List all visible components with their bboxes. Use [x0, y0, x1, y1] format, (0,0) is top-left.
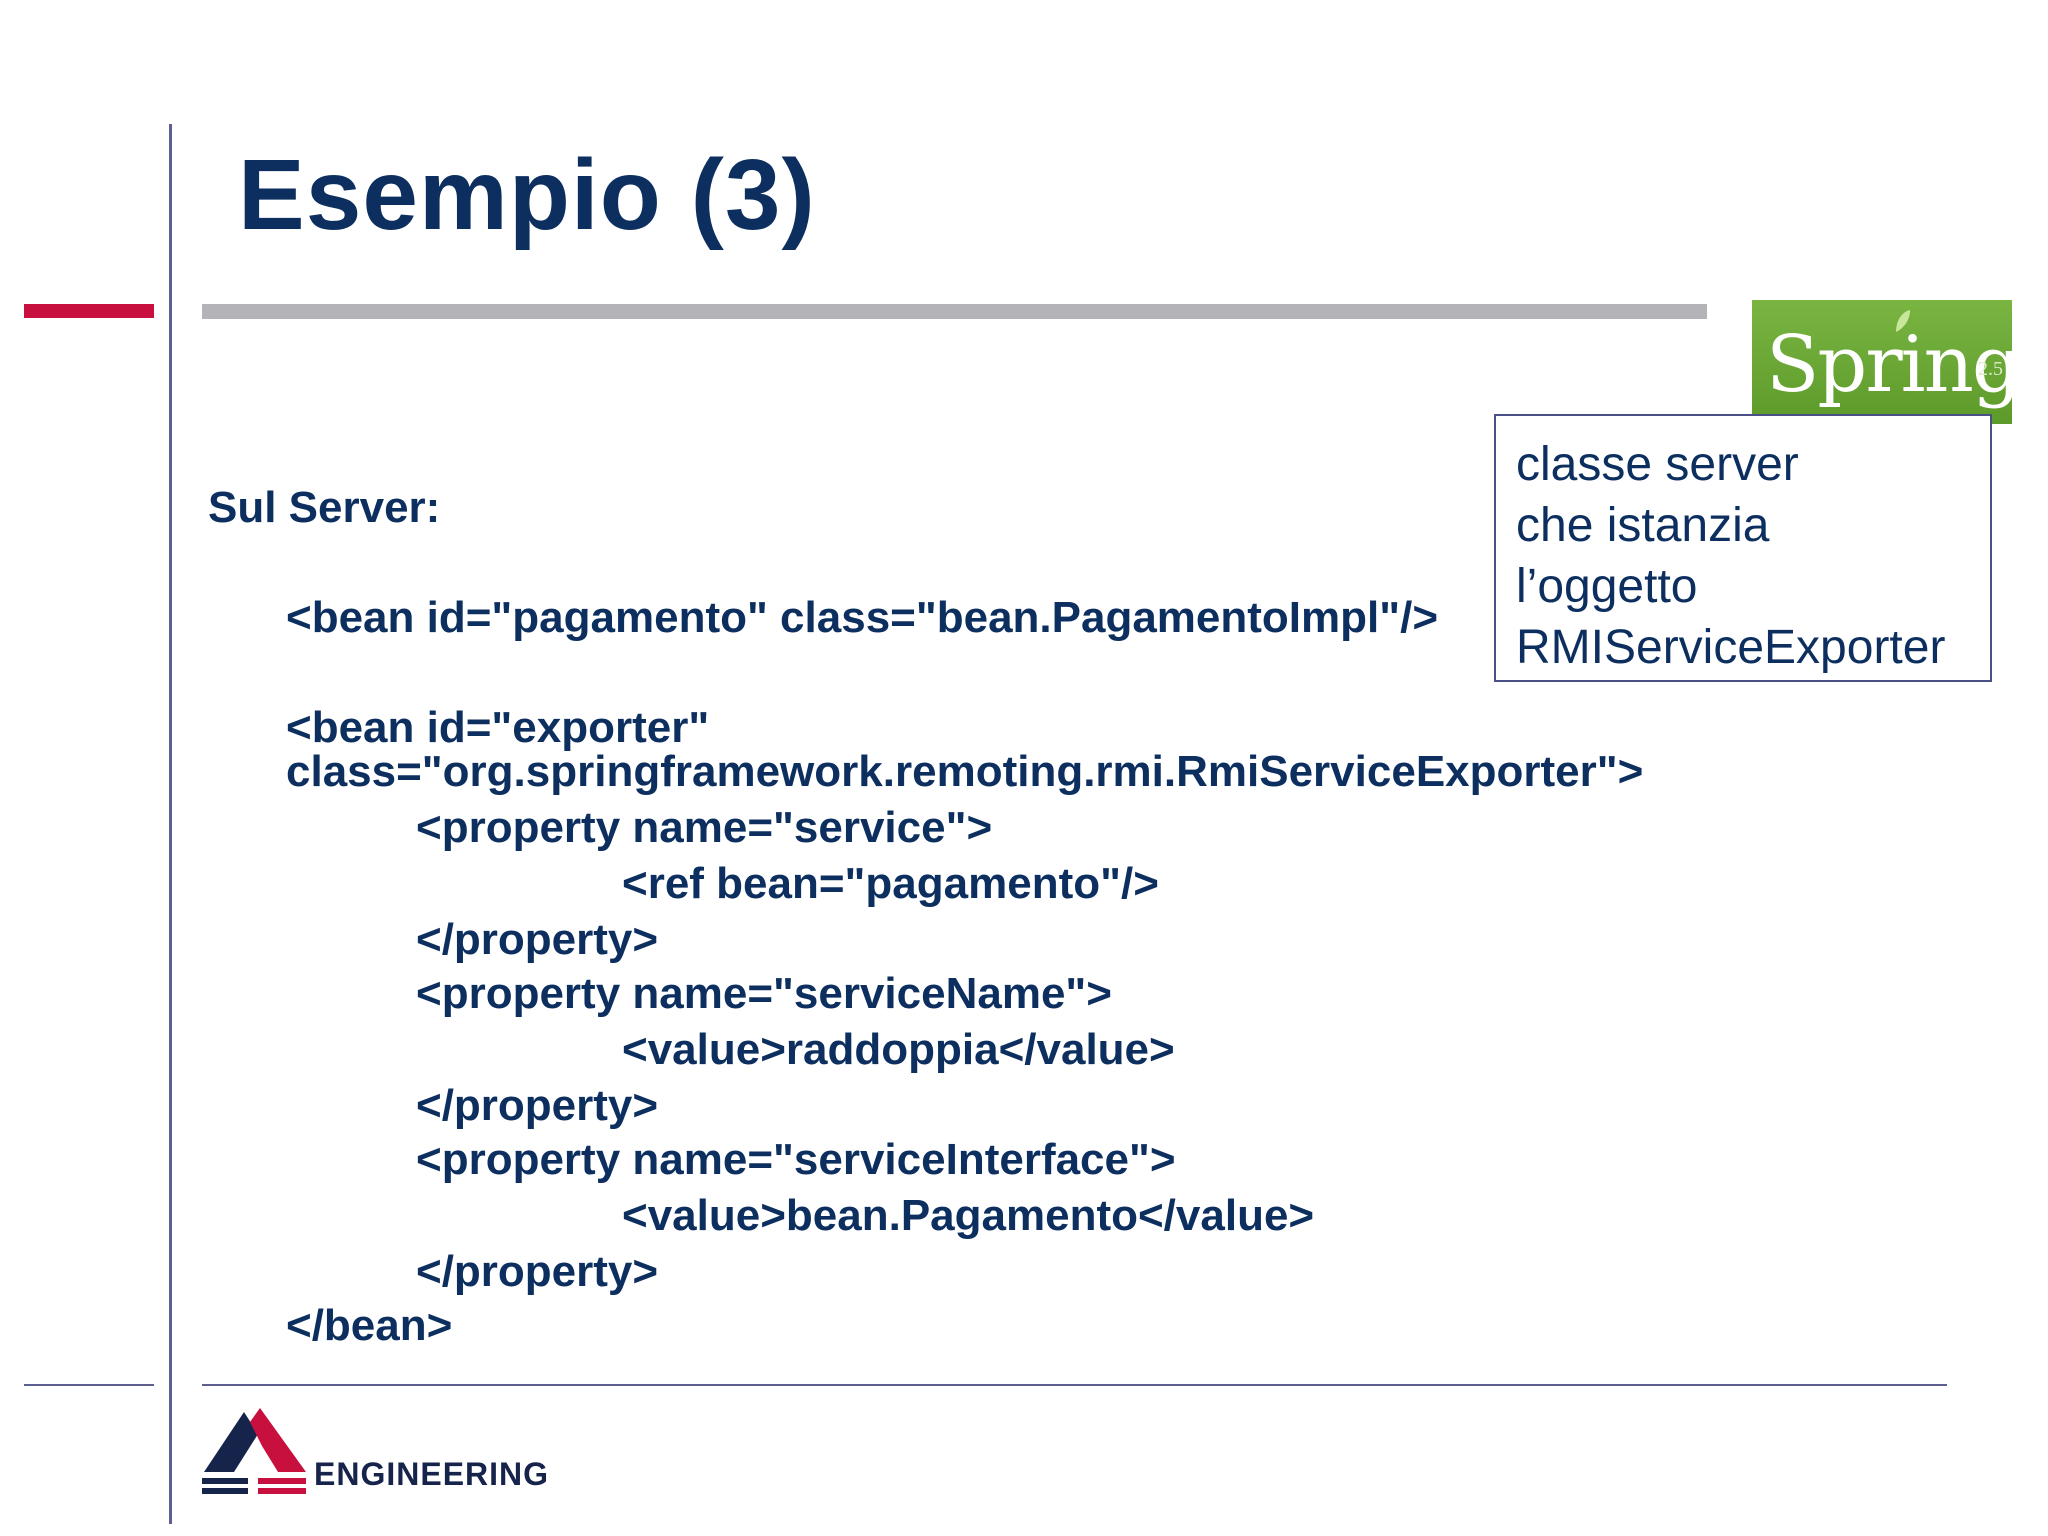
- callout-box: classe server che istanzia l’oggetto RMI…: [1494, 414, 1992, 682]
- callout-line: l’oggetto: [1516, 560, 1698, 613]
- code-line: <bean id="pagamento" class="bean.Pagamen…: [286, 593, 1439, 642]
- callout-line: che istanzia: [1516, 499, 1770, 552]
- footer-rule: [202, 1384, 1947, 1386]
- code-line: </property>: [416, 915, 659, 964]
- left-vertical-rule: [169, 124, 172, 1524]
- spring-wordmark: Spring: [1766, 320, 2022, 410]
- engineering-logo: ENGINEERING: [200, 1400, 580, 1500]
- code-line: <value>raddoppia</value>: [622, 1025, 1175, 1074]
- spring-logo: Spring 2.5: [1752, 300, 2022, 424]
- callout-line: RMIServiceExporter: [1516, 621, 1946, 674]
- code-line: class="org.springframework.remoting.rmi.…: [286, 747, 1644, 796]
- code-line: <property name="serviceInterface">: [416, 1135, 1176, 1184]
- engineering-logo-text: ENGINEERING: [314, 1456, 550, 1492]
- code-line: <bean id="exporter": [286, 703, 710, 752]
- code-line-server-label: Sul Server:: [208, 483, 441, 532]
- callout-line: classe server: [1516, 438, 1799, 491]
- footer-rule-left: [24, 1384, 154, 1386]
- code-line: </bean>: [286, 1301, 453, 1350]
- title-underline: [202, 304, 1707, 319]
- code-line: </property>: [416, 1081, 659, 1130]
- spring-version: 2.5: [1978, 358, 2003, 380]
- red-accent-bar: [24, 304, 154, 318]
- leaf-icon: [1896, 310, 1910, 332]
- slide-title: Esempio (3): [238, 139, 816, 251]
- code-line: <ref bean="pagamento"/>: [622, 859, 1159, 908]
- code-line: <property name="service">: [416, 803, 993, 852]
- code-line: <value>bean.Pagamento</value>: [622, 1191, 1315, 1240]
- code-line: <property name="serviceName">: [416, 969, 1112, 1018]
- code-line: </property>: [416, 1247, 659, 1296]
- engineering-logo-icon: [202, 1408, 306, 1494]
